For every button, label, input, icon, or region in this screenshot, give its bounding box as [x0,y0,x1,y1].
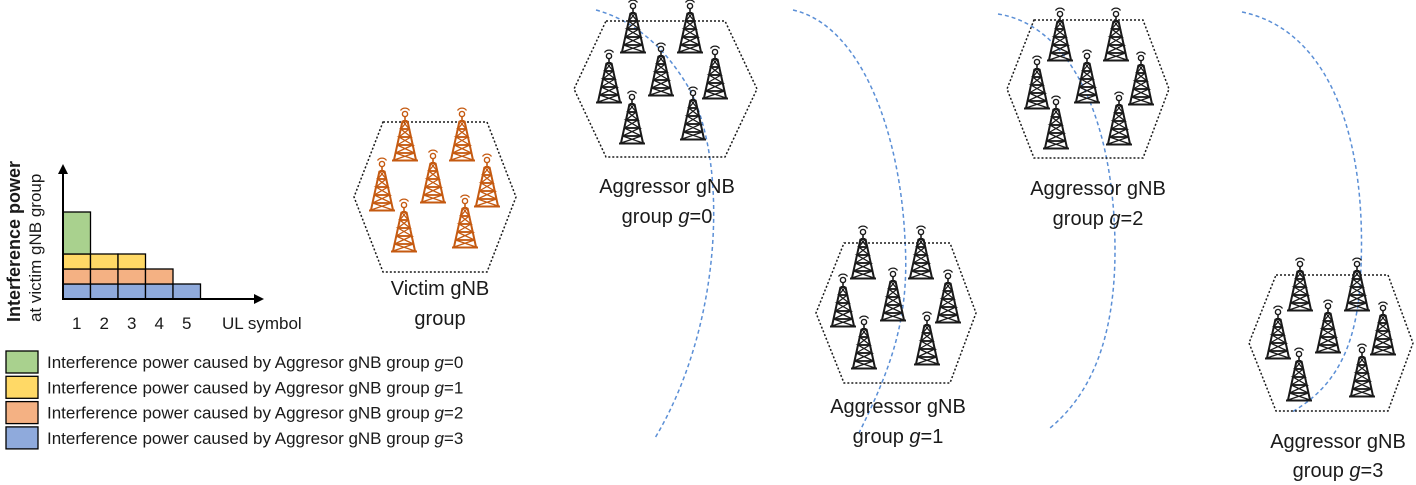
tower-icon [1348,343,1376,398]
x-tick-label: 1 [72,314,81,333]
tower-icon [701,45,729,100]
aggressor-0-label-line2: group g=0 [622,206,713,228]
victim-label-line2: group [414,308,465,330]
hexagon-aggressor-0 [573,20,758,158]
bar-segment-symbol-4-g2 [144,268,174,285]
bar-segment-symbol-3-g1 [117,253,147,270]
label-aggressor-1: Aggressor gNB group g=1 [830,396,966,448]
aggressor-3-label-line2: group g=3 [1293,460,1384,482]
tower-icon [850,315,878,370]
aggressor-2-label-line2: group g=2 [1053,208,1144,230]
hexagon-aggressor-3 [1248,274,1414,412]
tower-icon [390,198,418,253]
legend-swatch-g0 [5,350,39,374]
legend: Interference power caused by Aggresor gN… [5,350,463,450]
bar-segment-symbol-1-g1 [62,253,92,270]
dashed-curve-1 [792,9,907,436]
x-tick-label: 4 [155,314,164,333]
dashed-curve-3 [1241,11,1363,413]
y-axis-subtitle: at victim gNB group [26,174,45,322]
bar-segment-symbol-4-g3 [144,283,174,300]
x-tick-label: 2 [100,314,109,333]
legend-label-g2: Interference power caused by Aggresor gN… [47,404,463,423]
label-victim: Victim gNB group [391,278,490,330]
tower-icon [473,153,501,208]
towers-aggressor-2 [1023,7,1155,150]
aggressor-1-label-line2: group g=1 [853,426,944,448]
label-aggressor-2: Aggressor gNB group g=2 [1030,178,1166,230]
dashed-curve-0 [595,9,715,439]
tower-icon [1102,7,1130,62]
legend-swatch-g3 [5,426,39,450]
legend-swatch-g1 [5,375,39,399]
bar-segment-symbol-2-g2 [89,268,119,285]
y-axis-title: Interference power [4,161,24,322]
tower-icon [448,107,476,162]
towers-victim [368,107,501,253]
tower-icon [595,49,623,104]
chart-bars [62,211,202,300]
label-aggressor-0: Aggressor gNB group g=0 [599,176,735,228]
tower-icon [879,267,907,322]
tower-icon [1343,257,1371,312]
label-aggressor-3: Aggressor gNB group g=3 [1270,431,1406,482]
tower-icon [1046,7,1074,62]
legend-swatch-g2 [5,400,39,425]
bar-segment-symbol-3-g2 [117,268,147,285]
bar-segment-symbol-2-g3 [89,283,119,300]
tower-icon [676,0,704,54]
legend-label-g0: Interference power caused by Aggresor gN… [47,353,463,372]
hexagon-victim [353,121,517,273]
x-axis-title: UL symbol [222,314,302,333]
tower-icon [1369,301,1397,356]
hexagon-aggressor-2 [1006,19,1170,159]
tower-icon [1023,55,1051,110]
tower-icon [619,0,647,54]
towers-aggressor-1 [829,225,962,370]
tower-icon [1073,49,1101,104]
aggressor-1-label-line1: Aggressor gNB [830,396,966,418]
tower-icon [1314,299,1342,354]
bar-segment-symbol-1-g0 [62,211,92,255]
tower-icon [934,269,962,324]
bar-segment-symbol-5-g3 [172,283,202,300]
tower-icon [849,225,877,280]
tower-icon [391,107,419,162]
hexagons [353,19,1414,412]
tower-icon [419,149,447,204]
legend-label-g3: Interference power caused by Aggresor gN… [47,429,463,448]
tower-icon [1105,91,1133,146]
aggressor-3-label-line1: Aggressor gNB [1270,431,1406,453]
aggressor-0-label-line1: Aggressor gNB [599,176,735,198]
tower-icon [907,225,935,280]
bar-segment-symbol-2-g1 [89,253,119,270]
tower-icon [679,86,707,141]
tower-icon [1127,51,1155,106]
aggressor-2-label-line1: Aggressor gNB [1030,178,1166,200]
tower-icon [647,42,675,97]
hexagon-aggressor-1 [815,242,977,384]
tower-icon [451,194,479,249]
bar-segment-symbol-1-g2 [62,268,92,285]
tower-icon [1286,257,1314,312]
tower-icon [1285,347,1313,402]
tower-icon [618,90,646,145]
legend-label-g1: Interference power caused by Aggresor gN… [47,378,463,397]
bar-segment-symbol-1-g3 [62,283,92,300]
tower-icon [829,273,857,328]
x-tick-label: 5 [182,314,191,333]
bar-segment-symbol-3-g3 [117,283,147,300]
tower-icon [1264,305,1292,360]
interference-chart: Interference power at victim gNB group 1… [4,161,302,333]
x-tick-label: 3 [127,314,136,333]
tower-icon [913,311,941,366]
victim-label-line1: Victim gNB [391,278,490,300]
tower-icon [368,157,396,212]
